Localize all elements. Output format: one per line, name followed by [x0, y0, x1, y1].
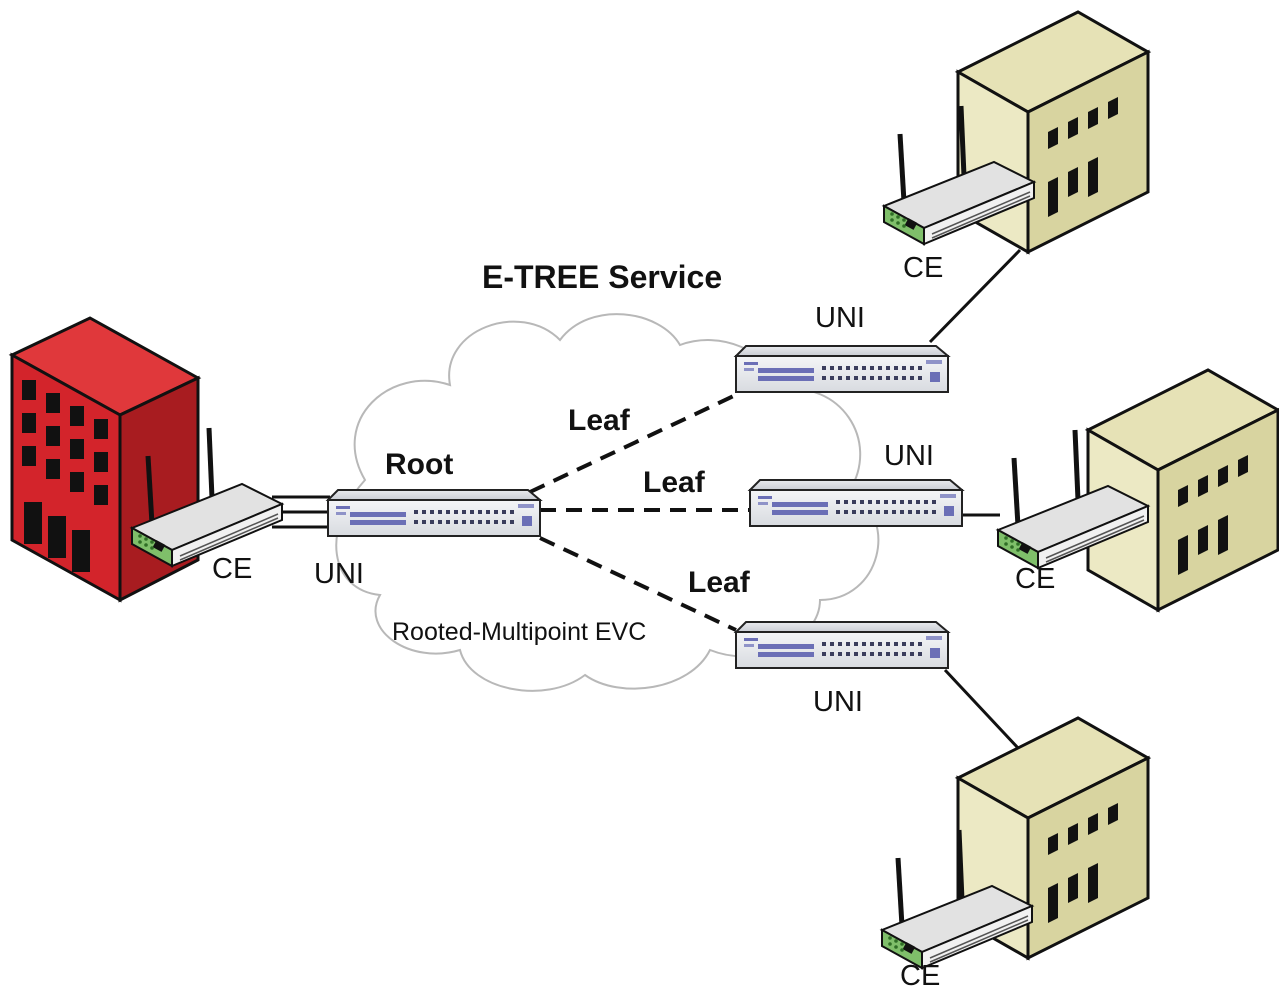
network-switch-icon — [749, 479, 963, 527]
diagram-title: E-TREE Service — [482, 259, 722, 295]
leaf-label: Leaf — [643, 466, 706, 499]
leaf-ce-label: CE — [900, 960, 940, 990]
evc-label: Rooted-Multipoint EVC — [392, 618, 646, 646]
access-links — [272, 248, 1022, 750]
leaf-ce-label: CE — [1015, 563, 1055, 595]
root-uni-label: UNI — [314, 558, 364, 590]
leaf-uni-label: UNI — [884, 440, 934, 472]
network-switch-icon — [327, 489, 541, 537]
leaf-label: Leaf — [688, 566, 751, 599]
root-label: Root — [385, 448, 453, 481]
root-ce-label: CE — [212, 553, 252, 585]
leaf-label: Leaf — [568, 404, 631, 437]
leaf-ce-label: CE — [903, 252, 943, 284]
leaf-uni-label: UNI — [815, 302, 865, 334]
leaf-uni-label: UNI — [813, 686, 863, 718]
network-switch-icon — [735, 345, 949, 393]
evc-links — [529, 391, 752, 632]
network-switch-icon — [735, 621, 949, 669]
cloud-icon — [335, 313, 880, 692]
